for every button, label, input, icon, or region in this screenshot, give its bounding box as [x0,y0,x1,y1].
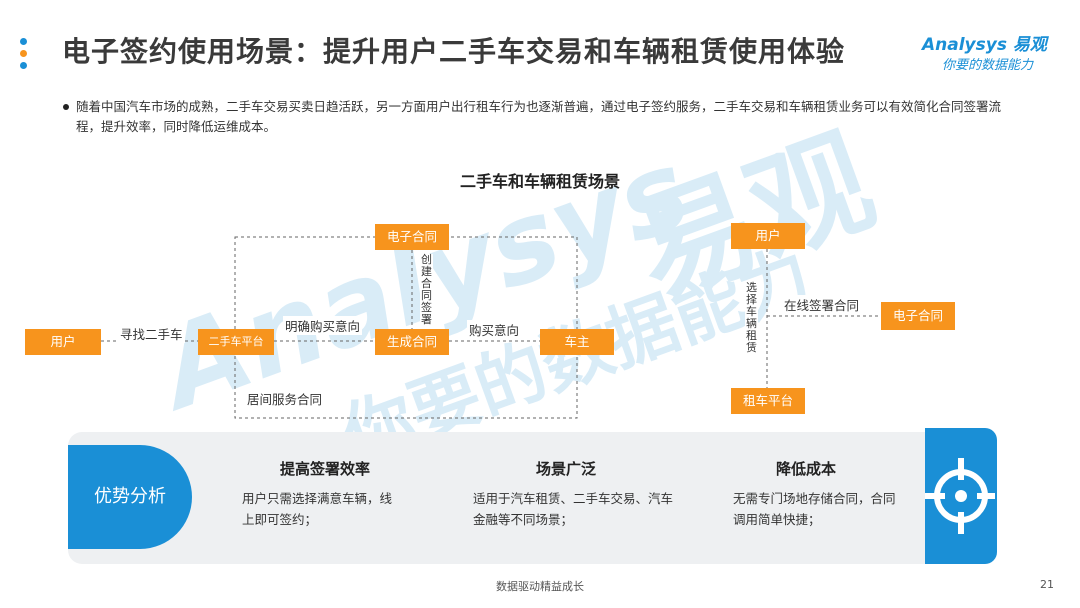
target-icon-panel [923,428,997,564]
page-number: 21 [1040,578,1054,591]
edge-label-buy-intent: 购买意向 [467,320,522,339]
node-used-car-platform: 二手车平台 [198,329,274,355]
edge-label-online-sign: 在线签署合同 [782,295,862,314]
node-user: 用户 [25,329,101,355]
node-e-contract: 电子合同 [375,224,449,250]
node-car-owner: 车主 [540,329,614,355]
node-rental-platform: 租车平台 [731,388,805,414]
analysys-logo: Analysys 易观 你要的数据能力 [922,30,1057,73]
node-rental-user: 用户 [731,223,805,249]
advantages-label: 优势分析 [68,445,192,549]
footer-slogan: 数据驱动精益成长 [496,580,584,593]
intro-text: 随着中国汽车市场的成熟，二手车交易买卖日趋活跃，另一方面用户出行租车行为也逐渐普… [76,99,1002,134]
advantage-text-cost: 无需专门场地存储合同，合同调用简单快捷； [733,491,896,527]
logo-main-text: Analysys 易观 [922,35,1047,55]
diagram-title: 二手车和车辆租赁场景 [459,172,620,191]
advantage-text-efficiency: 用户只需选择满意车辆，线上即可签约； [242,491,393,527]
bullet-icon [63,104,69,110]
advantage-text-scenarios: 适用于汽车租赁、二手车交易、汽车金融等不同场景； [473,491,674,527]
edge-label-create-contract: 创建合同签署 [420,253,433,326]
advantages-panel [68,432,996,564]
advantage-title-efficiency: 提高签署效率 [279,460,370,478]
advantage-title-scenarios: 场景广泛 [535,460,596,478]
node-generate-contract: 生成合同 [375,329,449,355]
edge-label-broker-contract: 居间服务合同 [245,389,325,408]
edge-label-find-car: 寻找二手车 [118,324,185,343]
page-title: 电子签约使用场景：提升用户二手车交易和车辆租赁使用体验 [62,35,846,68]
advantage-title-cost: 降低成本 [775,460,836,478]
node-rental-e-contract: 电子合同 [881,302,955,330]
logo-sub-text: 你要的数据能力 [942,58,1034,73]
edge-label-choose-rental: 选择车辆租赁 [745,281,758,354]
target-icon [923,458,995,534]
edge-label-purchase-intent: 明确购买意向 [283,316,363,335]
